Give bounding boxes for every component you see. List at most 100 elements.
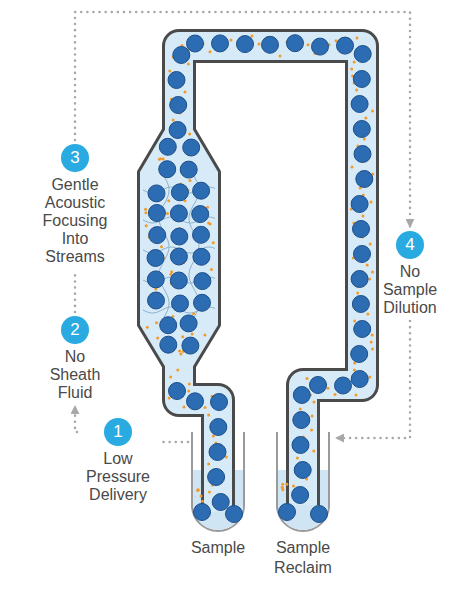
particle	[207, 463, 210, 466]
channel-fluid	[179, 46, 362, 512]
cell	[168, 72, 185, 89]
particle	[279, 55, 282, 58]
cell	[293, 387, 310, 404]
particle	[371, 271, 374, 274]
cell	[287, 35, 304, 52]
cell	[169, 383, 186, 400]
callout-text: Low Pressure Delivery	[81, 450, 155, 504]
cell	[171, 184, 188, 201]
particle	[188, 133, 191, 136]
callout-number: 3	[70, 148, 79, 168]
cell	[354, 146, 371, 163]
particle	[197, 488, 200, 491]
particle	[207, 222, 210, 225]
particle	[146, 326, 149, 329]
cell	[193, 248, 210, 265]
particle	[189, 179, 192, 182]
callout: 2No Sheath Fluid	[44, 316, 106, 402]
cell	[193, 182, 210, 199]
particle	[353, 61, 356, 64]
callout-number: 1	[113, 422, 122, 442]
particle	[210, 268, 213, 271]
particle	[208, 491, 211, 494]
particle	[366, 264, 369, 267]
cell	[180, 315, 197, 332]
callout: 3Gentle Acoustic Focusing Into Streams	[33, 144, 117, 266]
flow-arrow	[75, 12, 410, 227]
cell	[148, 292, 165, 309]
cell	[351, 96, 368, 113]
cell	[173, 47, 190, 64]
inlet-fluid	[179, 360, 218, 512]
particle	[355, 89, 358, 92]
particle	[362, 215, 365, 218]
acoustic-waves	[143, 176, 215, 322]
cell	[148, 205, 165, 222]
cell	[351, 196, 368, 213]
particle	[353, 320, 356, 323]
particle	[196, 489, 199, 492]
cell	[292, 487, 309, 504]
cell	[149, 227, 166, 244]
cell	[159, 138, 176, 155]
callout: 4 No Sample Dilution	[376, 231, 444, 317]
particle	[160, 245, 163, 248]
particle	[212, 241, 215, 244]
cell	[353, 71, 370, 88]
particle	[209, 50, 212, 53]
cells	[147, 35, 373, 523]
particle	[188, 383, 191, 386]
cell	[354, 46, 371, 63]
cell	[211, 394, 228, 411]
callout-number: 4	[405, 235, 414, 255]
cell	[354, 246, 371, 263]
particle	[183, 406, 186, 409]
callout-text: No Sample Dilution	[376, 263, 444, 317]
cell	[212, 494, 229, 511]
callout-circle: 1	[104, 418, 132, 446]
cell	[351, 346, 368, 363]
cell	[210, 419, 227, 436]
outlet-fluid	[179, 46, 362, 505]
particle	[181, 335, 184, 338]
particle	[144, 211, 147, 214]
cell	[353, 121, 370, 138]
focusing-chamber	[140, 128, 218, 368]
particle	[350, 68, 353, 71]
cell	[170, 248, 187, 265]
cell	[159, 161, 176, 178]
particle	[363, 138, 366, 141]
cell	[182, 337, 199, 354]
particle	[144, 208, 147, 211]
cell	[160, 336, 177, 353]
particle	[364, 117, 367, 120]
cell	[187, 393, 204, 410]
particle	[184, 91, 187, 94]
particles	[144, 35, 374, 511]
cell	[294, 462, 311, 479]
particle	[200, 495, 203, 498]
particle	[145, 224, 148, 227]
cell	[194, 273, 211, 290]
cell	[180, 161, 197, 178]
cell	[351, 271, 368, 288]
cell	[194, 504, 211, 521]
cell	[311, 506, 328, 523]
cell	[160, 317, 177, 334]
particle	[311, 415, 314, 418]
particle	[187, 63, 190, 66]
particle	[334, 393, 337, 396]
callout-number: 2	[70, 320, 79, 340]
cell	[352, 296, 369, 313]
particle	[201, 500, 204, 503]
particle	[155, 321, 158, 324]
cell	[172, 295, 189, 312]
particle	[156, 337, 159, 340]
particle	[296, 457, 299, 460]
particle	[178, 350, 181, 353]
cell	[293, 412, 310, 429]
particle	[368, 376, 371, 379]
cell	[187, 35, 204, 52]
particle	[166, 212, 169, 215]
